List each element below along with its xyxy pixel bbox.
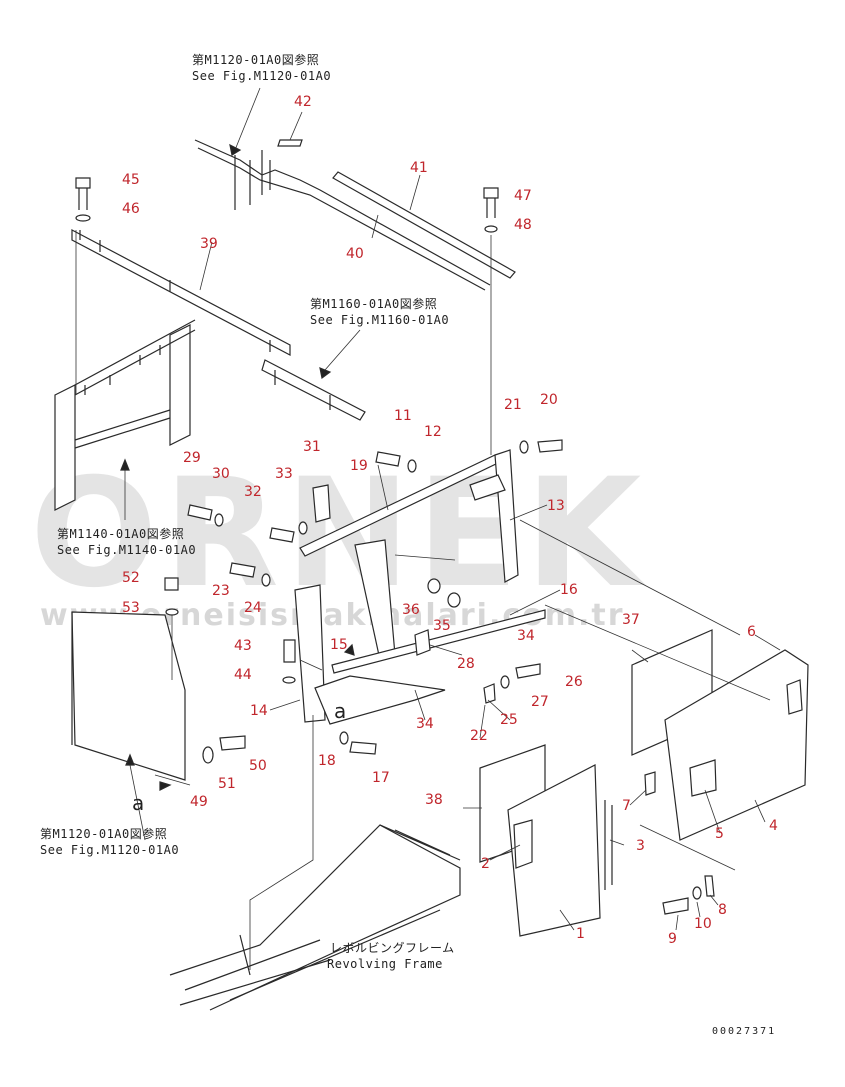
- left-side-panel: [71, 611, 186, 781]
- callout-9: 9: [668, 931, 677, 947]
- callout-12: 12: [424, 424, 442, 440]
- callout-25: 25: [500, 712, 518, 728]
- callout-13: 13: [547, 498, 565, 514]
- callout-18: 18: [318, 753, 336, 769]
- revolving-frame-en: Revolving Frame: [327, 957, 443, 971]
- callout-16: 16: [560, 582, 578, 598]
- right-cover-panels: [479, 629, 809, 937]
- callout-20: 20: [540, 392, 558, 408]
- callout-49: 49: [190, 794, 208, 810]
- callout-24: 24: [244, 600, 262, 616]
- reference-labels: 第M1120-01A0図参照 See Fig.M1120-01A0 第M1160…: [40, 52, 776, 1037]
- callout-35: 35: [433, 618, 451, 634]
- callout-47: 47: [514, 188, 532, 204]
- callout-7: 7: [622, 798, 631, 814]
- callout-52: 52: [122, 570, 140, 586]
- cross-member-and-uprights: [294, 449, 546, 725]
- callout-2: 2: [481, 856, 490, 872]
- callout-38: 38: [425, 792, 443, 808]
- callout-26: 26: [565, 674, 583, 690]
- callout-6: 6: [747, 624, 756, 640]
- callout-23: 23: [212, 583, 230, 599]
- callout-5: 5: [715, 826, 724, 842]
- part-callouts: 1 2 3 4 5 6 7 8 9 10 11 12 13 14 15 16 1…: [122, 94, 778, 947]
- callout-17: 17: [372, 770, 390, 786]
- callout-28: 28: [457, 656, 475, 672]
- callout-11: 11: [394, 408, 412, 424]
- revolving-frame: [169, 824, 461, 1011]
- callout-51: 51: [218, 776, 236, 792]
- callout-37: 37: [622, 612, 640, 628]
- callout-53: 53: [122, 600, 140, 616]
- document-number: 00027371: [712, 1026, 776, 1037]
- ref-m1120-bottom-jp: 第M1120-01A0図参照: [40, 826, 167, 841]
- callout-29: 29: [183, 450, 201, 466]
- reference-arrows: [120, 143, 355, 791]
- ref-m1160-jp: 第M1160-01A0図参照: [310, 296, 437, 311]
- callout-43: 43: [234, 638, 252, 654]
- callout-22: 22: [470, 728, 488, 744]
- callout-39: 39: [200, 236, 218, 252]
- ref-m1140-jp: 第M1140-01A0図参照: [57, 526, 184, 541]
- callout-8: 8: [718, 902, 727, 918]
- callout-36: 36: [402, 602, 420, 618]
- callout-3: 3: [636, 838, 645, 854]
- callout-32: 32: [244, 484, 262, 500]
- callout-41: 41: [410, 160, 428, 176]
- ref-m1120-bottom-en: See Fig.M1120-01A0: [40, 843, 179, 857]
- ref-m1120-top-jp: 第M1120-01A0図参照: [192, 52, 319, 67]
- callout-30: 30: [212, 466, 230, 482]
- callout-10: 10: [694, 916, 712, 932]
- callout-44: 44: [234, 667, 252, 683]
- callout-34a: 34: [517, 628, 535, 644]
- callout-42: 42: [294, 94, 312, 110]
- callout-48: 48: [514, 217, 532, 233]
- callout-45: 45: [122, 172, 140, 188]
- callout-14: 14: [250, 703, 268, 719]
- left-radiator-frame: [54, 319, 196, 511]
- revolving-frame-jp: レボルビングフレーム: [330, 941, 455, 955]
- upper-frame-beam: [71, 229, 291, 356]
- detail-mark-a-center: a: [334, 699, 346, 723]
- callout-1: 1: [576, 926, 585, 942]
- callout-46: 46: [122, 201, 140, 217]
- fasteners: [75, 177, 715, 915]
- ref-m1120-top-en: See Fig.M1120-01A0: [192, 69, 331, 83]
- detail-mark-a-bottom: a: [132, 791, 144, 815]
- callout-4: 4: [769, 818, 778, 834]
- ref-m1160-en: See Fig.M1160-01A0: [310, 313, 449, 327]
- callout-31: 31: [303, 439, 321, 455]
- callout-27: 27: [531, 694, 549, 710]
- callout-21: 21: [504, 397, 522, 413]
- callout-19: 19: [350, 458, 368, 474]
- callout-40: 40: [346, 246, 364, 262]
- callout-33: 33: [275, 466, 293, 482]
- middle-bracket: [261, 359, 366, 421]
- callout-15: 15: [330, 637, 348, 653]
- ref-m1140-en: See Fig.M1140-01A0: [57, 543, 196, 557]
- callout-50: 50: [249, 758, 267, 774]
- callout-34b: 34: [416, 716, 434, 732]
- top-stay-assembly: [194, 139, 516, 291]
- leader-lines: [75, 87, 781, 970]
